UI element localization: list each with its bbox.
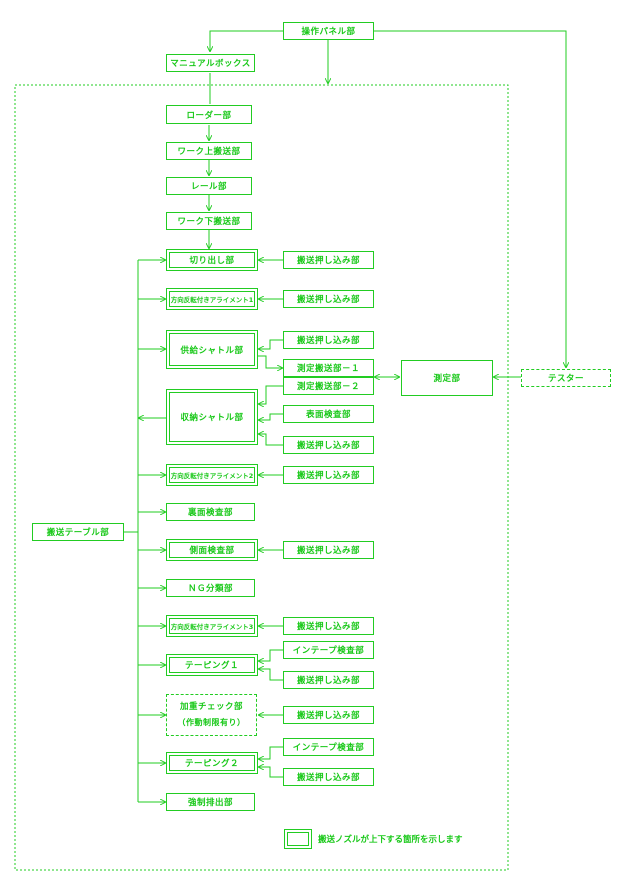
surface-inspection-box: 表面検査部 — [283, 405, 374, 423]
push-in-box-9: 搬送押し込み部 — [283, 706, 374, 724]
weight-check-box: 加重チェック部 （作動制限有り） — [166, 694, 257, 736]
intape-inspection-box-2: インテープ検査部 — [283, 738, 374, 756]
push-in-box-7: 搬送押し込み部 — [283, 617, 374, 635]
side-inspection-box: 側面検査部 — [166, 539, 258, 561]
push-in-box-6: 搬送押し込み部 — [283, 541, 374, 559]
manual-box: マニュアルボックス — [166, 54, 255, 72]
cutout-box: 切り出し部 — [166, 249, 258, 271]
measure-transfer-1-box: 測定搬送部－１ — [283, 359, 374, 377]
intape-inspection-box-1: インテープ検査部 — [283, 641, 374, 659]
rail-box: レール部 — [166, 177, 252, 195]
alignment-1-box: 方向反転付きアライメント1 — [166, 288, 258, 310]
ng-sort-box: ＮＧ分類部 — [166, 579, 255, 597]
loader-box: ローダー部 — [166, 105, 252, 124]
back-inspection-box: 裏面検査部 — [166, 503, 255, 521]
push-in-box-5: 搬送押し込み部 — [283, 466, 374, 484]
weight-check-label: 加重チェック部 — [179, 702, 243, 712]
measure-transfer-2-box: 測定搬送部－２ — [283, 377, 374, 395]
alignment-2-box: 方向反転付きアライメント2 — [166, 464, 258, 486]
push-in-box-8: 搬送押し込み部 — [283, 671, 374, 689]
push-in-box-4: 搬送押し込み部 — [283, 436, 374, 454]
transfer-table-box: 搬送テーブル部 — [32, 523, 124, 541]
taping-1-box: テーピング１ — [166, 654, 258, 676]
legend-text: 搬送ノズルが上下する箇所を示します — [318, 835, 463, 845]
push-in-box-3: 搬送押し込み部 — [283, 331, 374, 349]
work-upper-transfer-box: ワーク上搬送部 — [166, 142, 252, 160]
legend-swatch — [284, 829, 312, 849]
supply-shuttle-box: 供給シャトル部 — [166, 330, 258, 369]
outer-frame — [14, 84, 509, 871]
measure-box: 測定部 — [401, 360, 493, 396]
work-lower-transfer-box: ワーク下搬送部 — [166, 212, 252, 230]
push-in-box-10: 搬送押し込み部 — [283, 768, 374, 786]
taping-2-box: テーピング２ — [166, 752, 258, 774]
storage-shuttle-box: 収納シャトル部 — [166, 389, 258, 445]
alignment-3-box: 方向反転付きアライメント3 — [166, 615, 258, 637]
forced-eject-box: 強制排出部 — [166, 793, 255, 811]
tester-box: テスター — [521, 369, 611, 387]
push-in-box-2: 搬送押し込み部 — [283, 290, 374, 308]
push-in-box-1: 搬送押し込み部 — [283, 251, 374, 269]
control-panel-box: 操作パネル部 — [283, 22, 374, 40]
weight-check-note: （作動制限有り） — [177, 718, 246, 727]
